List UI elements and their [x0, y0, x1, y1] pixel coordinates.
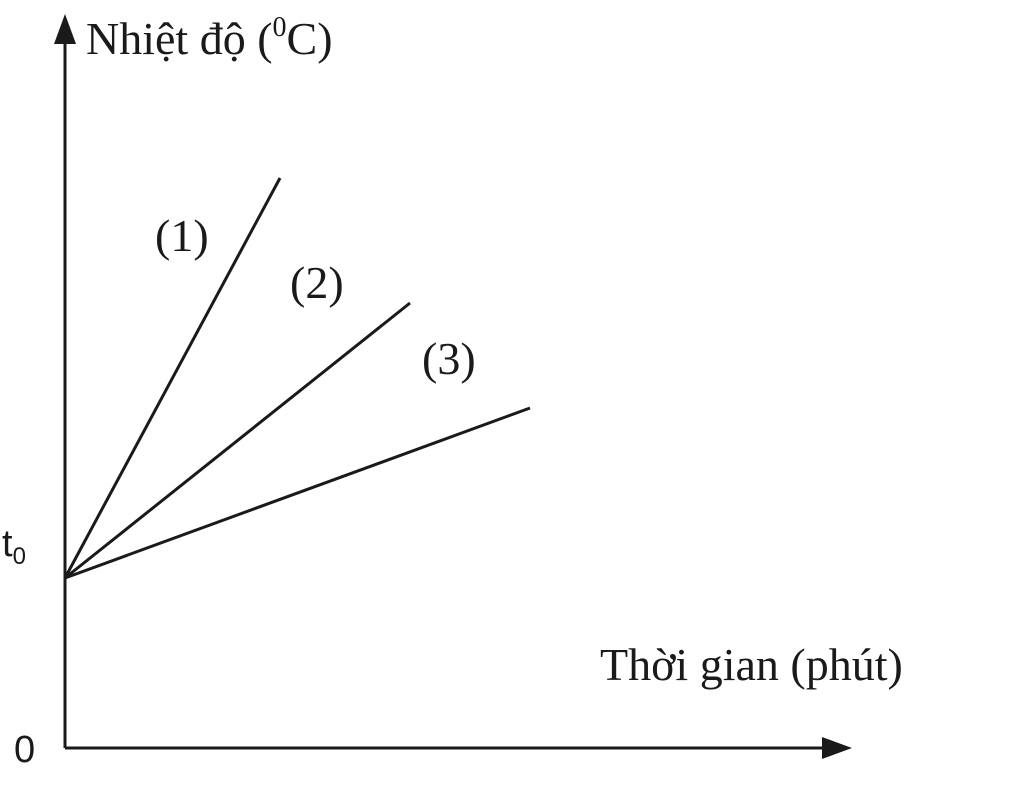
series-label-2: (2): [290, 257, 344, 308]
series-line-2: [64, 301, 411, 580]
origin-label: 0: [14, 729, 35, 771]
series-line-3: [64, 406, 531, 580]
y-axis-label-superscript: 0: [273, 12, 287, 43]
y-axis-label: Nhiệt độ (0C): [86, 12, 333, 64]
x-axis-arrow: [822, 737, 852, 759]
y-axis-arrow: [54, 14, 76, 44]
y-tick-label-subscript: 0: [13, 543, 26, 570]
series-label-3: (3): [422, 333, 476, 384]
y-tick-label-t0: t0: [2, 523, 26, 570]
series-label-1: (1): [155, 210, 209, 261]
x-axis-label: Thời gian (phút): [600, 639, 903, 690]
series-line-1: [63, 177, 282, 579]
